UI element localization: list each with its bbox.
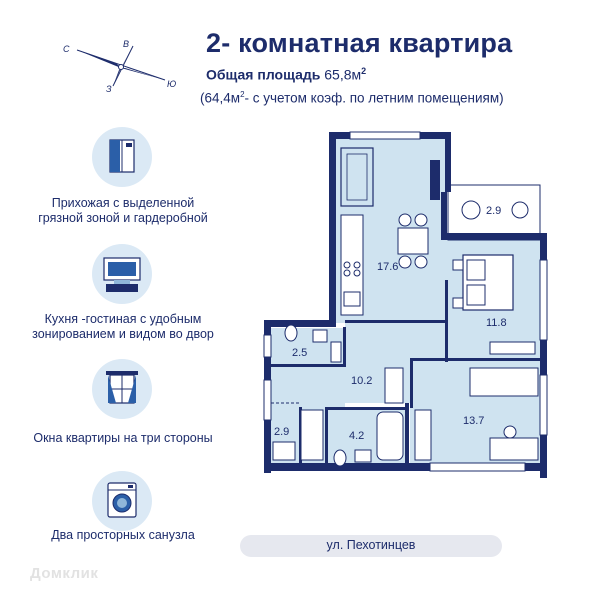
feature-kitchen-text: Кухня -гостиная с удобным зонированием и…: [32, 312, 214, 341]
feature-windows-text: Окна квартиры на три стороны: [33, 431, 213, 445]
tv-room-icon: [92, 244, 152, 304]
page-title: 2- комнатная квартира: [206, 28, 513, 58]
feature-hallway-text: Прихожая с выделенной грязной зоной и га…: [38, 196, 208, 225]
window-icon: [92, 359, 152, 419]
room-label-kitchen: 17.6: [377, 261, 398, 273]
compass-east-label: Ю: [167, 79, 176, 89]
area-note: (64,4м2- с учетом коэф. по летним помеще…: [200, 90, 504, 106]
washing-machine-icon: [92, 471, 152, 531]
room-label-hall: 10.2: [351, 375, 372, 387]
compass-rose-icon: С В Ю З: [63, 39, 176, 93]
room-label-wardrobe: 2.9: [274, 426, 289, 438]
feature-bathrooms-text: Два просторных санузла: [51, 528, 195, 542]
wardrobe-icon: [92, 127, 152, 187]
room-label-balcony: 2.9: [486, 205, 501, 217]
street-name: ул. Пехотинцев: [326, 538, 416, 552]
area-label: Общая площадь: [206, 66, 321, 83]
total-area: Общая площадь 65,8м2: [206, 66, 366, 83]
room-label-wc: 2.5: [292, 347, 307, 359]
compass-south-label: З: [106, 84, 112, 93]
street-bar: [240, 535, 502, 557]
compass-north-label: В: [123, 39, 129, 49]
compass-west-label: С: [63, 44, 70, 54]
area-value: 65,8м: [324, 66, 362, 83]
room-label-bedroom: 11.8: [486, 317, 507, 329]
area-note-value: (64,4м: [200, 90, 241, 106]
area-note-text: - с учетом коэф. по летним помещениям): [244, 90, 504, 106]
room-label-room2: 13.7: [463, 415, 484, 427]
floor-plan: 17.6 2.9 11.8 2.5 10.2 2.9 4.2 13.7: [263, 131, 548, 478]
watermark: Домклик: [30, 565, 99, 582]
area-note-exp: 2: [240, 90, 245, 99]
room-label-bath: 4.2: [349, 430, 364, 442]
area-exp: 2: [361, 66, 367, 76]
